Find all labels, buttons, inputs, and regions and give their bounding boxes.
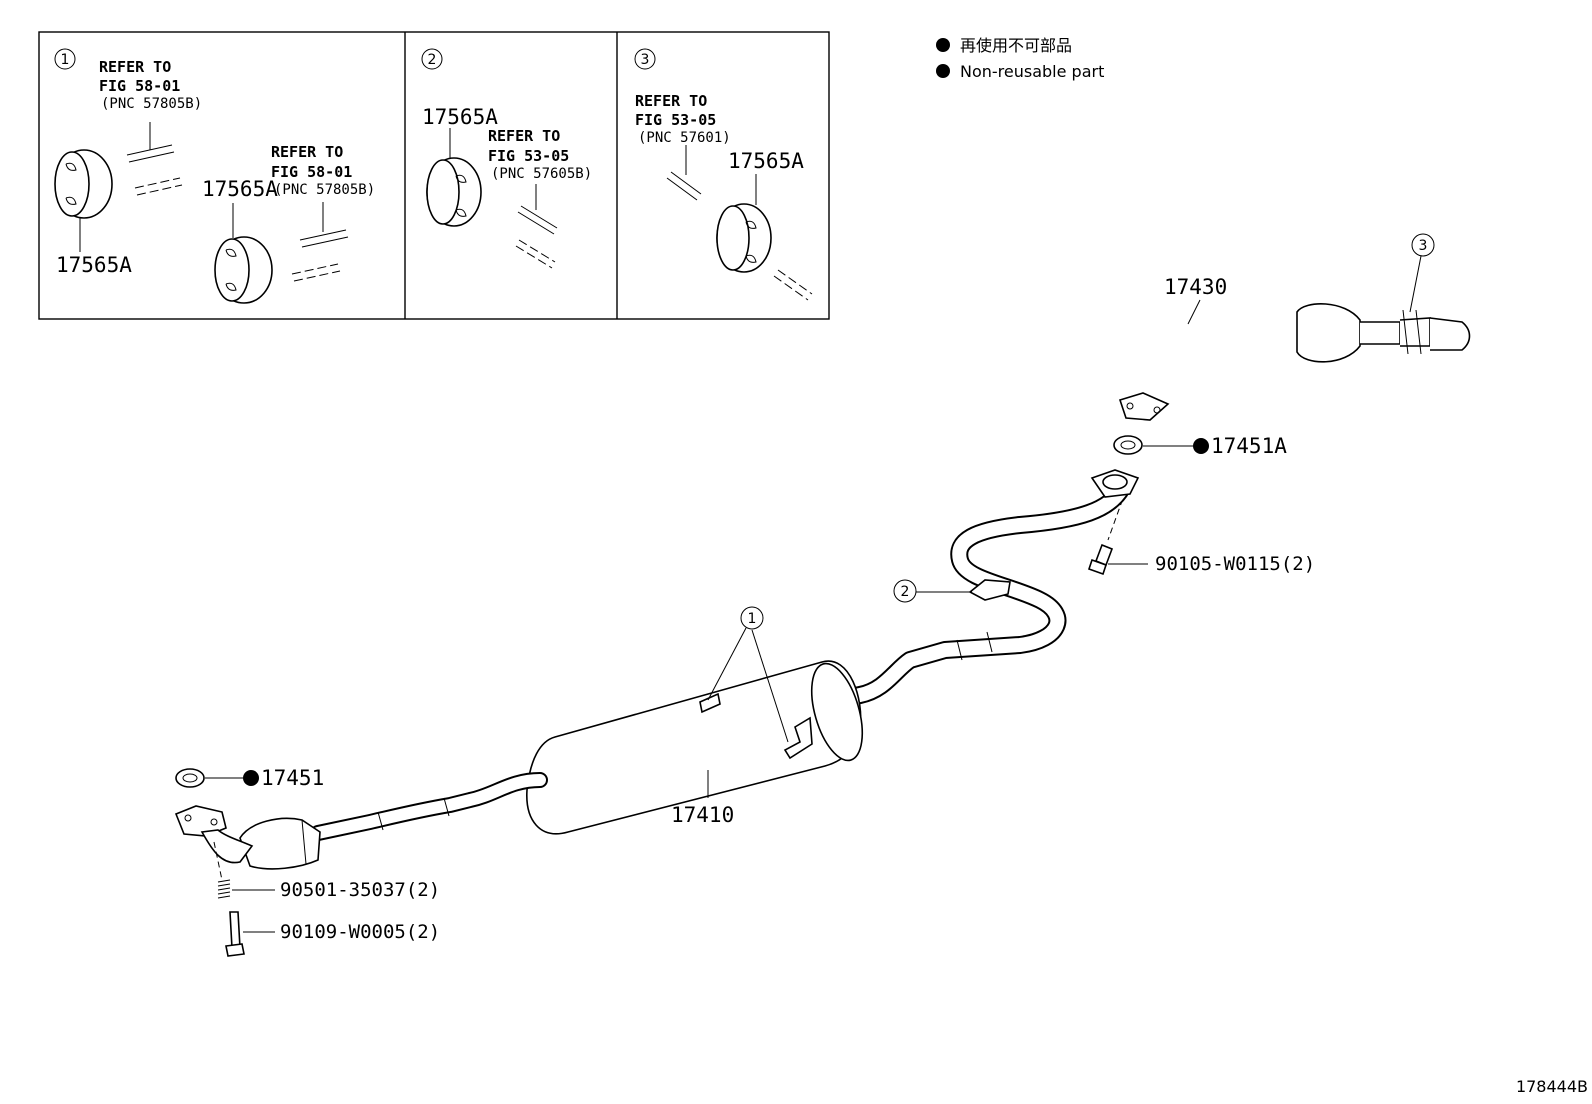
inset-1-number-circle [54, 48, 76, 70]
inset-1-number: 1 [61, 52, 70, 68]
inset-1-label-17565a-b: 17565A [202, 177, 278, 201]
callout-2-number: 2 [901, 584, 910, 600]
inset-3-number: 3 [641, 52, 650, 68]
gasket-17451: 17451 [175, 766, 324, 790]
inset-1-ref-b-line1: REFER TO [271, 143, 343, 161]
bolt-90109: 90109-W0005(2) [225, 911, 440, 957]
inset-3-ref-line1: REFER TO [635, 92, 707, 110]
legend-dot-2 [936, 64, 950, 78]
inset-3-number-circle [634, 48, 656, 70]
inset-3-label-17565a: 17565A [728, 149, 804, 173]
bolt-90105: 90105-W0115(2) [1087, 489, 1315, 576]
label-90501-35037: 90501-35037(2) [280, 879, 440, 901]
inset-1-label-17565a-a: 17565A [56, 253, 132, 277]
callout-1-number: 1 [748, 611, 757, 627]
hanger-rubber-1a [54, 149, 113, 252]
legend-text-ja: 再使用不可部品 [960, 36, 1072, 55]
inset-2-label-17565a: 17565A [422, 105, 498, 129]
legend: 再使用不可部品 Non-reusable part [936, 36, 1104, 81]
label-17430: 17430 [1164, 275, 1227, 299]
hanger-rubber-2 [426, 157, 482, 227]
inset-3-ref-line2: FIG 53-05 [635, 111, 716, 129]
inset-3-ref-pnc: (PNC 57601) [638, 130, 731, 146]
label-90105-w0115: 90105-W0115(2) [1155, 553, 1315, 575]
inset-2-ref-line2: FIG 53-05 [488, 147, 569, 165]
label-17451a: 17451A [1211, 434, 1287, 458]
inset-1-ref-a-pnc: (PNC 57805B) [101, 96, 202, 112]
gasket-17451a: 17451A [1113, 434, 1287, 458]
non-reusable-dot-17451a [1193, 438, 1209, 454]
callout-1-circle [740, 606, 764, 630]
inset-2: 2 17565A REFER TO FIG 53-05 (PNC 57605B) [421, 48, 592, 269]
tail-pipe-17430: 17430 [1118, 275, 1471, 421]
callout-2-circle [893, 579, 917, 603]
legend-text-en: Non-reusable part [960, 62, 1104, 81]
hanger-rubber-1b [214, 203, 273, 304]
non-reusable-dot-17451 [243, 770, 259, 786]
callout-3-number: 3 [1419, 238, 1428, 254]
legend-dot-1 [936, 38, 950, 52]
inset-frame [38, 31, 830, 320]
inset-2-number: 2 [428, 52, 437, 68]
inset-3: 3 REFER TO FIG 53-05 (PNC 57601) 17565A [634, 48, 813, 301]
hanger-rubber-3 [716, 203, 772, 273]
callout-3: 3 [1409, 233, 1435, 313]
callout-3-circle [1411, 233, 1435, 257]
figure-id: 178444B [1516, 1077, 1588, 1096]
inset-1-ref-b-pnc: (PNC 57805B) [274, 182, 375, 198]
inset-1-ref-b-line2: FIG 58-01 [271, 163, 352, 181]
label-90109-w0005: 90109-W0005(2) [280, 921, 440, 943]
inset-1-ref-a-line1: REFER TO [99, 58, 171, 76]
front-pipe-17410: 17410 [174, 469, 1140, 870]
callout-2: 2 [893, 579, 972, 603]
label-17410: 17410 [671, 803, 734, 827]
inset-2-ref-line1: REFER TO [488, 127, 560, 145]
inset-2-ref-pnc: (PNC 57605B) [491, 166, 592, 182]
spring-90501: 90501-35037(2) [213, 841, 440, 901]
callout-1: 1 [707, 606, 789, 743]
inset-1: 1 REFER TO FIG 58-01 (PNC 57805B) REFER … [54, 48, 375, 304]
inset-2-number-circle [421, 48, 443, 70]
label-17451: 17451 [261, 766, 324, 790]
inset-1-ref-a-line2: FIG 58-01 [99, 77, 180, 95]
